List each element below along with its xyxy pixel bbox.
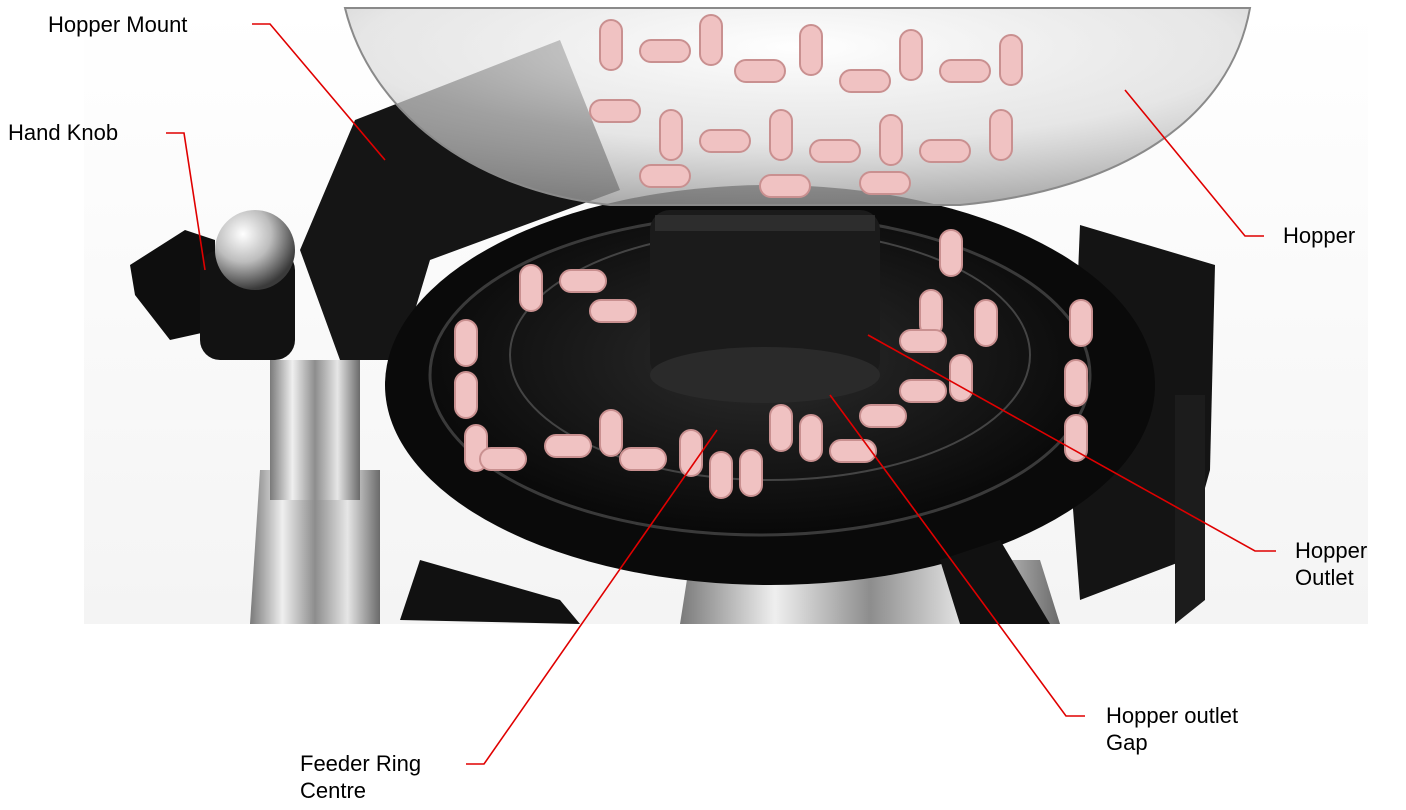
label-feeder-ring-centre: Feeder Ring Centre bbox=[300, 750, 421, 804]
label-hopper: Hopper bbox=[1283, 222, 1355, 249]
label-hopper-mount-text: Hopper Mount bbox=[48, 12, 187, 37]
label-hopper-outlet-line2: Outlet bbox=[1295, 564, 1367, 591]
label-feeder-ring-centre-line2: Centre bbox=[300, 777, 421, 804]
label-hopper-outlet-gap-line1: Hopper outlet bbox=[1106, 702, 1238, 729]
hopper-outlet-cylinder bbox=[650, 210, 880, 403]
label-hopper-outlet-gap-line2: Gap bbox=[1106, 729, 1238, 756]
label-hopper-text: Hopper bbox=[1283, 223, 1355, 248]
label-hopper-outlet-gap: Hopper outlet Gap bbox=[1106, 702, 1238, 756]
label-hand-knob: Hand Knob bbox=[8, 119, 118, 146]
label-hopper-mount: Hopper Mount bbox=[48, 11, 187, 38]
label-feeder-ring-centre-line1: Feeder Ring bbox=[300, 750, 421, 777]
label-hand-knob-text: Hand Knob bbox=[8, 120, 118, 145]
label-hopper-outlet: Hopper Outlet bbox=[1295, 537, 1367, 591]
label-hopper-outlet-line1: Hopper bbox=[1295, 537, 1367, 564]
